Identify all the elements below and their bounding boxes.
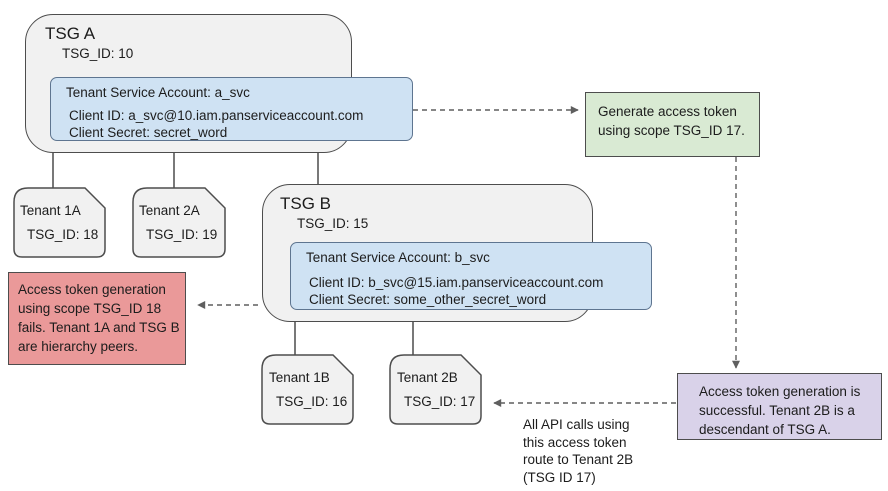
tenant-2a-id: TSG_ID: 19 [146, 227, 218, 242]
tenant-1b-card [261, 354, 354, 425]
service-account-a-client-secret: Client Secret: secret_word [69, 125, 228, 140]
note-api-route: All API calls using this access token ro… [523, 417, 634, 485]
tenant-1a-name: Tenant 1A [20, 203, 81, 218]
tenant-2b-id: TSG_ID: 17 [404, 394, 476, 409]
tenant-2a-name: Tenant 2A [139, 203, 200, 218]
tenant-1a-id: TSG_ID: 18 [27, 227, 99, 242]
service-account-a-client-id: Client ID: a_svc@10.iam.panserviceaccoun… [69, 108, 364, 123]
service-account-b-client-secret: Client Secret: some_other_secret_word [309, 292, 547, 307]
tenant-1a-card [13, 187, 106, 258]
tenant-1b-name: Tenant 1B [269, 370, 330, 385]
note-generate-token: Generate access token using scope TSG_ID… [585, 92, 760, 157]
service-account-b-card: Tenant Service Account: b_svc Client ID:… [290, 242, 652, 310]
tsg-b-title: TSG B [280, 194, 332, 213]
tsg-a-title: TSG A [45, 24, 96, 43]
note-token-fail: Access token generation using scope TSG_… [8, 272, 186, 365]
service-account-a-title: Tenant Service Account: a_svc [66, 85, 250, 100]
tenant-2b-card [389, 354, 482, 425]
tenant-2b-name: Tenant 2B [397, 370, 458, 385]
service-account-b-title: Tenant Service Account: b_svc [306, 250, 490, 265]
tenant-2a-card [132, 187, 226, 258]
service-account-a-card: Tenant Service Account: a_svc Client ID:… [50, 77, 413, 141]
tsg-a-id: TSG_ID: 10 [62, 46, 134, 61]
tsg-b-id: TSG_ID: 15 [297, 216, 369, 231]
service-account-b-client-id: Client ID: b_svc@15.iam.panserviceaccoun… [309, 275, 604, 290]
note-token-success: Access token generation is successful. T… [677, 373, 882, 440]
tenant-1b-id: TSG_ID: 16 [276, 394, 348, 409]
